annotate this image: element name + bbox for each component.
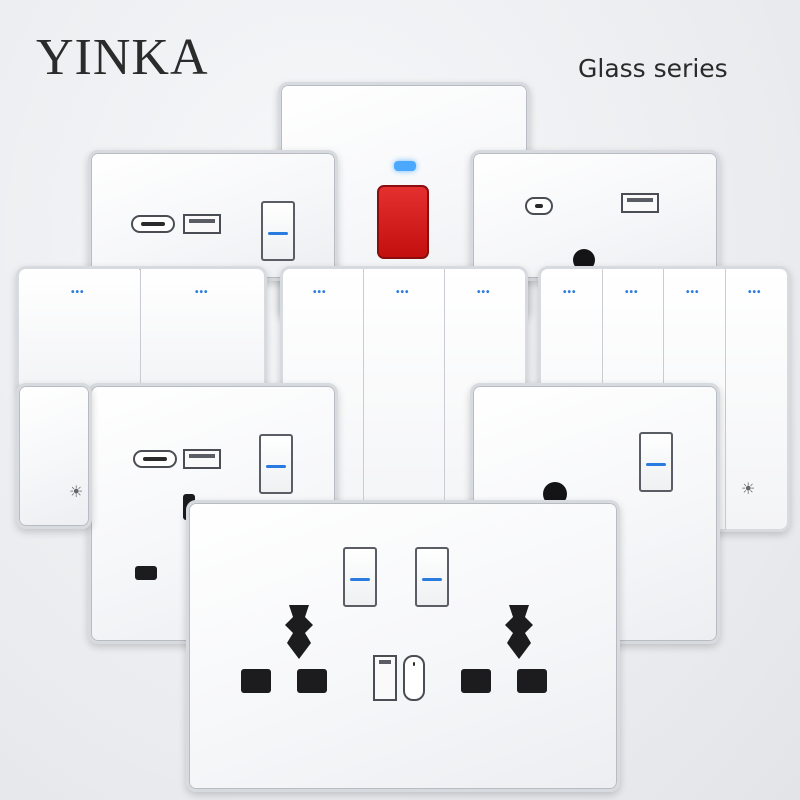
gang-2: ••• — [363, 269, 445, 529]
panel-2-gang: ••• ••• — [16, 266, 267, 392]
usb-c-port — [133, 450, 177, 468]
gang-1: ••• — [19, 269, 139, 389]
series-label: Glass series — [578, 54, 728, 83]
socket-slot — [135, 566, 157, 580]
usb-c-port — [403, 655, 425, 701]
universal-socket-right — [461, 605, 547, 693]
panel-usb-switch-top — [88, 150, 338, 281]
panel-double-socket — [186, 500, 620, 792]
gang-2: ••• — [140, 269, 264, 389]
usb-a-port — [621, 193, 659, 213]
neon-indicator — [394, 161, 416, 171]
panel-usb-socket-top — [470, 150, 720, 281]
red-rocker-switch — [377, 185, 429, 259]
rocker-switch — [639, 432, 673, 492]
rocker-switch — [261, 201, 295, 261]
usb-a-port — [183, 214, 221, 234]
usb-c-port — [525, 197, 553, 215]
brand-logo: YINKA — [36, 29, 209, 86]
socket-hole — [573, 249, 595, 271]
panel-edge-left: ☀ — [16, 383, 92, 529]
universal-socket-left — [241, 605, 327, 693]
rocker-switch-right — [415, 547, 449, 607]
bulb-icon: ☀ — [69, 484, 84, 501]
rocker-switch — [259, 434, 293, 494]
usb-a-port — [373, 655, 397, 701]
rocker-switch-left — [343, 547, 377, 607]
usb-c-port — [131, 215, 175, 233]
gang-4: ••• — [725, 269, 787, 529]
usb-a-port — [183, 449, 221, 469]
bulb-icon: ☀ — [741, 481, 756, 498]
